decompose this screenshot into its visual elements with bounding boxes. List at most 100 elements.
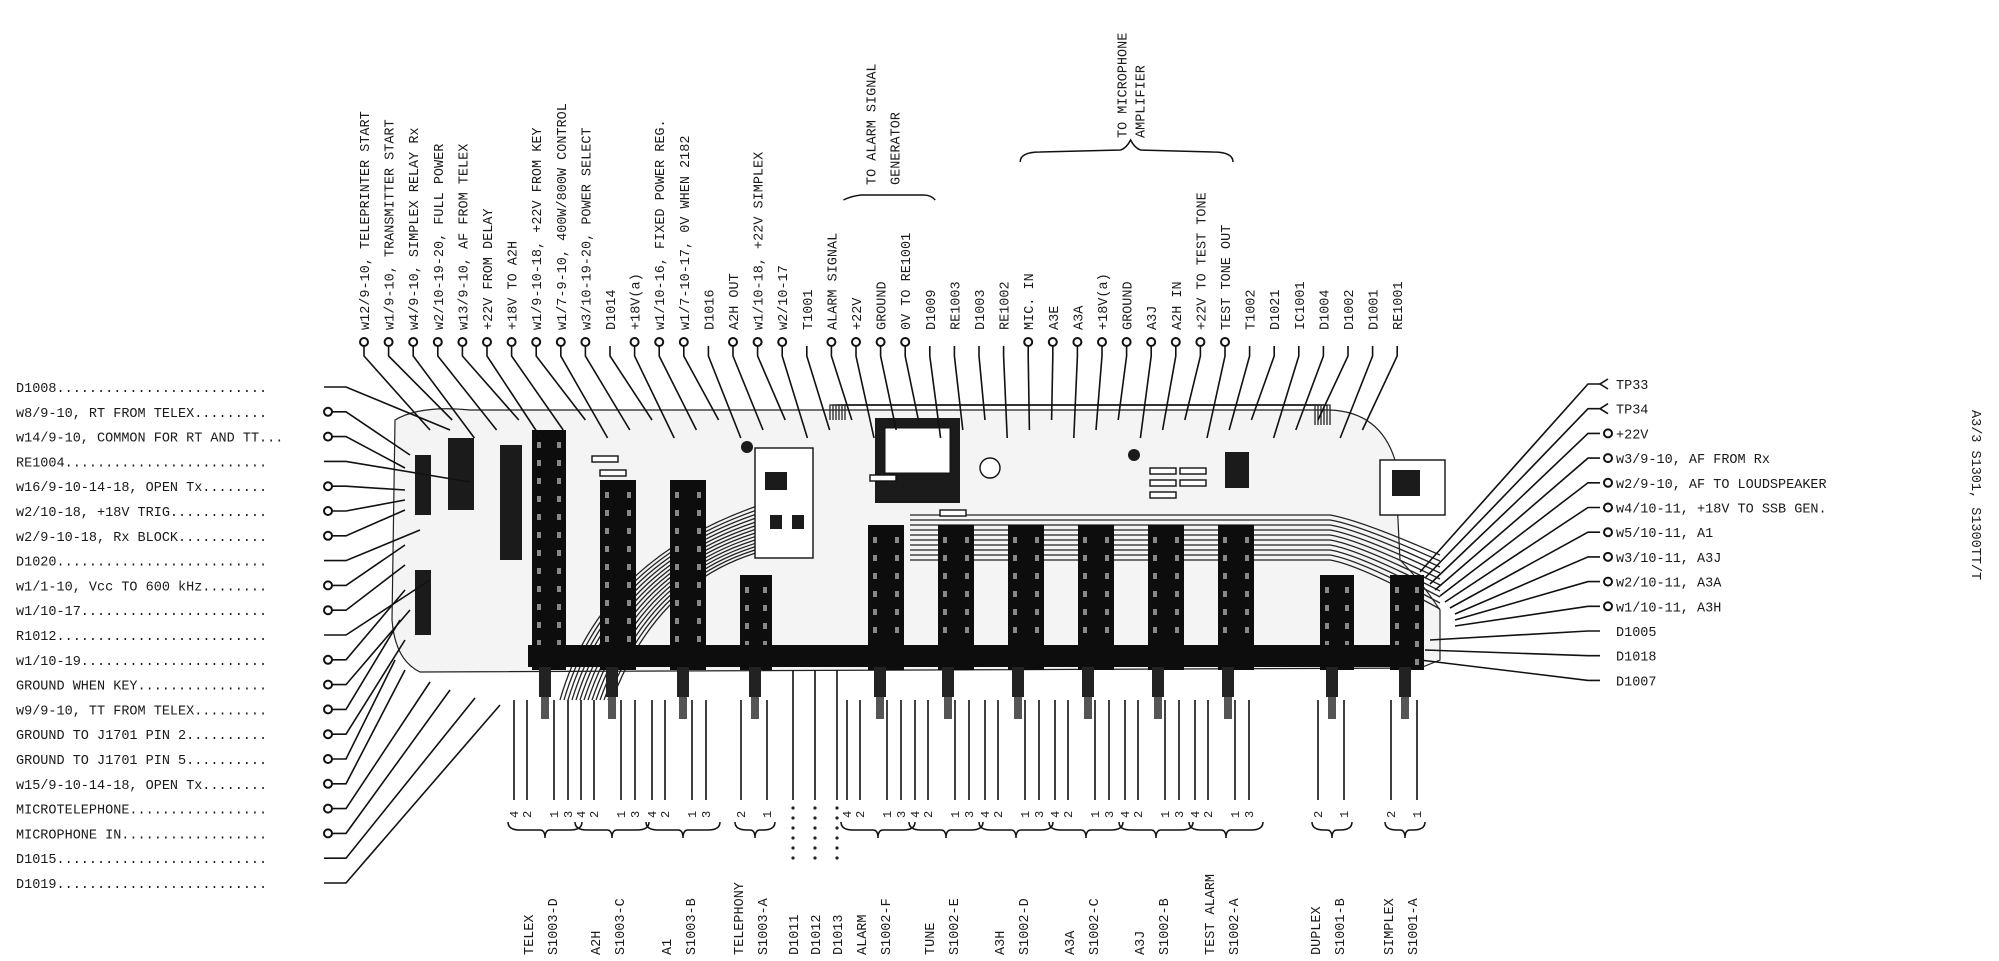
left-label-text: w16/9-10-14-18, OPEN Tx: [16, 481, 202, 496]
test-point-icon: [1598, 403, 1609, 415]
pin-number: 3: [1173, 811, 1187, 818]
leader-line: [535, 346, 587, 421]
leader-dot: [791, 816, 795, 820]
switch-function-label: A2H: [590, 931, 605, 955]
top-label: T1001: [802, 289, 817, 330]
right-label-text: D1018: [1616, 651, 1657, 666]
right-label: w1/10-11, A3H: [1603, 601, 1721, 616]
terminal-ring-icon: [323, 679, 333, 690]
terminal-ring-icon: [323, 605, 333, 616]
bottom-diode-label: D1012: [810, 670, 825, 955]
top-label: D1002: [1343, 289, 1358, 330]
top-label-text: RE1001: [1392, 281, 1407, 330]
top-label: RE1003: [949, 281, 964, 330]
leader-dot: [791, 836, 795, 840]
pin-group-brace: [1048, 821, 1124, 839]
leader-line: [324, 386, 451, 431]
leader-line: [332, 499, 406, 512]
switch-function-label: A3H: [994, 931, 1009, 955]
switch-plunger: [1222, 667, 1234, 719]
top-label: MIC. IN: [1023, 273, 1038, 347]
terminal-ring-icon: [1097, 337, 1107, 347]
left-label-text: w8/9-10, RT FROM TELEX: [16, 407, 194, 422]
pin-number: 3: [1033, 811, 1047, 818]
right-label-text: +22V: [1616, 428, 1649, 443]
top-label: D1003: [974, 289, 989, 330]
left-label-text: D1008: [16, 382, 57, 397]
switch-body: [532, 430, 566, 670]
leader-dots: ........: [202, 779, 267, 794]
top-label-text: +18V(a): [1097, 273, 1112, 330]
group-caption: TO MICROPHONE: [1117, 33, 1132, 138]
resistor: [1149, 467, 1177, 475]
top-label: D1009: [925, 289, 940, 330]
top-group-annotation: TO ALARM SIGNAL GENERATOR: [843, 63, 936, 201]
top-label: A3E: [1047, 306, 1063, 347]
relay-chip: [448, 438, 474, 510]
terminal-ring-icon: [900, 337, 911, 347]
terminal-ring-icon: [555, 337, 566, 347]
group-caption: GENERATOR: [889, 112, 904, 185]
leader-line: [363, 346, 431, 431]
top-label: +18V TO A2H: [507, 241, 522, 347]
right-label-text: w3/9-10, AF FROM Rx: [1616, 453, 1770, 468]
left-label-column: D1008 .......................... w8/9-10,…: [16, 382, 333, 893]
leader-line: [332, 564, 406, 612]
left-label: w2/10-18, +18V TRIG ............: [16, 506, 333, 521]
terminal-ring-icon: [777, 337, 788, 347]
terminal-ring-icon: [323, 704, 333, 715]
pin-group-brace: [1311, 821, 1353, 839]
top-label-text: A3A: [1072, 305, 1087, 330]
leader-line: [324, 697, 476, 860]
group-brace: [1019, 138, 1234, 163]
leader-lines: [324, 346, 1600, 884]
group-caption: TO ALARM SIGNAL: [865, 63, 880, 185]
leader-dots: ............: [170, 506, 267, 521]
leader-dots: ..........................: [57, 853, 268, 868]
leader-dot: [813, 856, 817, 860]
terminal-ring-icon: [678, 337, 689, 347]
pin-number: 1: [881, 811, 895, 818]
terminal-ring-icon: [752, 337, 763, 347]
top-label: A3A: [1072, 305, 1087, 347]
terminal-ring-icon: [323, 729, 333, 740]
leader-line: [756, 346, 786, 421]
top-label: w2/10-19-20, FULL POWER: [432, 144, 448, 347]
right-label: w4/10-11, +18V TO SSB GEN.: [1603, 502, 1827, 518]
leader-dot: [813, 836, 817, 840]
top-label: w1/9-10, TRANSMITTER START: [383, 119, 399, 347]
left-label-text: GROUND TO J1701 PIN 2: [16, 729, 186, 744]
leader-line: [324, 460, 471, 483]
right-label: TP34: [1598, 403, 1648, 419]
leader-line: [1050, 346, 1054, 421]
terminal-ring-icon: [457, 337, 468, 347]
leader-line: [486, 346, 542, 439]
leader-line: [332, 681, 431, 810]
leader-line: [707, 346, 742, 439]
side-caption: A3/3 S1301, S1300TT/T: [1967, 410, 1982, 580]
pin-number: 4: [979, 811, 993, 818]
left-label-text: R1012: [16, 630, 57, 645]
top-label: D1001: [1368, 289, 1383, 330]
leader-line: [1295, 346, 1325, 431]
leader-line: [1429, 432, 1600, 585]
right-label-text: D1005: [1616, 626, 1657, 641]
top-label-text: w4/9-10, SIMPLEX RELAY Rx: [408, 127, 423, 330]
resistor: [869, 474, 897, 482]
leader-line: [1339, 346, 1374, 439]
leader-line: [1361, 346, 1398, 431]
left-label-text: w1/1-10, Vcc TO 600 kHz: [16, 580, 202, 595]
switch-function-label: DUPLEX: [1310, 906, 1325, 955]
switch-plunger: [1082, 667, 1094, 719]
pin-number: 2: [1312, 811, 1326, 818]
pin-number: 4: [575, 811, 589, 818]
pin-number: 3: [1243, 811, 1257, 818]
ic-chip: [500, 445, 522, 560]
terminal-ring-icon: [323, 803, 333, 814]
pin-number: 4: [1119, 811, 1133, 818]
top-label-text: w1/7-9-10, 400W/800W CONTROL: [556, 103, 571, 330]
top-label: +22V TO TEST TONE: [1195, 192, 1210, 347]
